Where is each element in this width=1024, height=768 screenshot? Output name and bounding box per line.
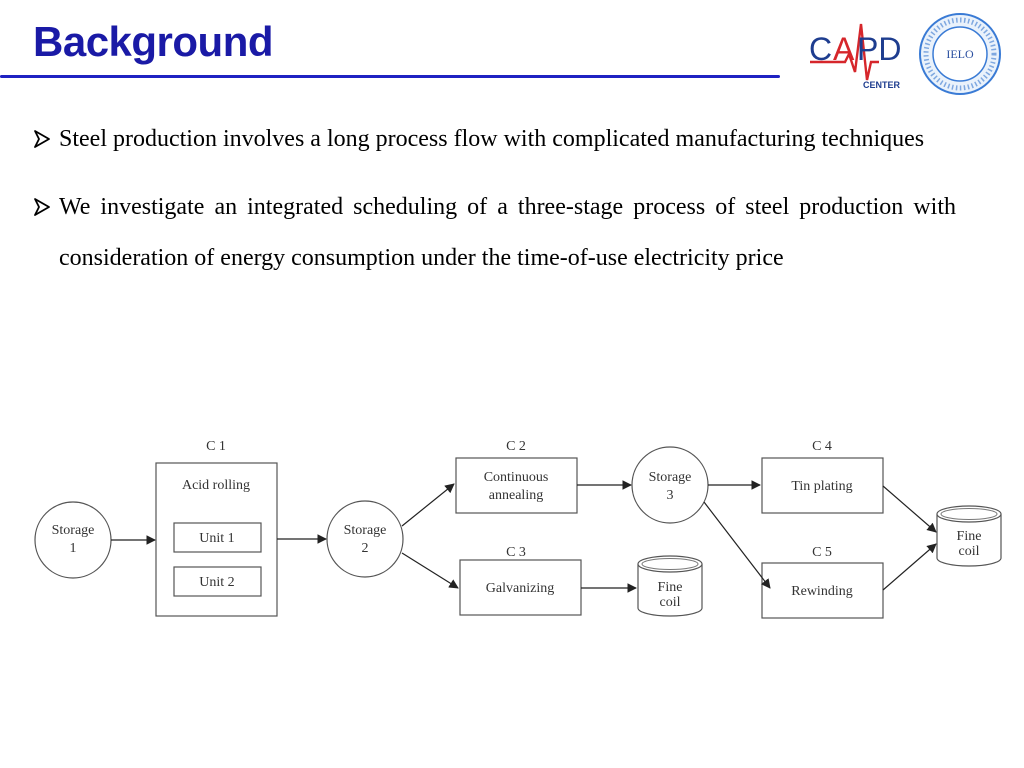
arrow-bullet-icon [34,198,50,216]
bullet-text: Steel production involves a long process… [59,126,925,152]
c1-unit-2-box [173,566,262,597]
arrow-storage2-to-c3 [401,552,459,589]
c2-title-line2: annealing [489,488,543,503]
storage-3-label-line1: Storage [649,470,692,485]
storage-2-node: Storage 2 [326,500,404,578]
capd-center-logo: C A PD CENTER [809,23,901,90]
storage-2-label-line1: Storage [344,523,387,538]
bullet-item: We investigate an integrated scheduling … [32,182,956,284]
fine-coil-end-node: Fine coil [936,505,1002,567]
fine-coil-mid-label-line1: Fine [658,580,683,595]
arrow-storage3-to-c5 [703,501,771,589]
arrow-storage2-to-c2 [401,483,455,527]
c1-label: C 1 [206,439,226,454]
arrow-c4-to-fine-coil [882,485,937,533]
capd-letter-a: A [833,31,855,67]
storage-3-node: Storage 3 [631,446,709,524]
title-underline [0,75,780,78]
storage-1-label-line2: 1 [70,541,77,556]
arrow-bullet-icon [34,130,50,148]
fine-coil-end-cylinder-icon [936,514,1002,567]
c4-label: C 4 [812,439,832,454]
capd-ecg-line-icon [810,23,879,81]
c4-tin-plating-node: C 4 Tin plating [761,439,884,514]
c4-title: Tin plating [791,479,852,494]
fine-coil-end-label-line1: Fine [957,529,982,544]
bullet-item: Steel production involves a long process… [32,114,956,165]
fine-coil-mid-node: Fine coil [637,555,703,617]
c3-galvanizing-node: C 3 Galvanizing [459,545,582,616]
capd-center-text: CENTER [863,80,901,90]
c1-unit-1-box [173,522,262,553]
capd-letter-c: C [809,31,832,67]
c2-continuous-annealing-node: C 2 Continuous annealing [455,439,578,514]
fine-coil-mid-cylinder-icon [637,564,703,617]
bullet-list: Steel production involves a long process… [32,114,956,301]
bullet-text: We investigate an integrated scheduling … [59,194,956,271]
c5-rewinding-node: C 5 Rewinding [761,545,884,619]
ielo-seal-logo: IELO [919,13,1001,95]
arrow-c5-to-fine-coil [882,543,937,591]
ielo-inner-ring [932,26,988,82]
fine-coil-end-label-line2: coil [959,544,980,559]
c5-label: C 5 [812,545,832,560]
capd-letters-pd: PD [857,31,901,67]
storage-1-node: Storage 1 [34,501,112,579]
c1-unit-2-label: Unit 2 [199,575,234,590]
ielo-center-text: IELO [946,47,974,61]
ielo-dot-ring [923,17,997,91]
fine-coil-mid-label-line2: coil [660,595,681,610]
storage-3-label-line2: 3 [667,488,674,503]
c2-label: C 2 [506,439,526,454]
c5-title: Rewinding [791,584,852,599]
c2-title-line1: Continuous [484,470,549,485]
c1-acid-rolling-node: C 1 Acid rolling Unit 1 Unit 2 [155,439,278,617]
c1-title: Acid rolling [182,478,250,493]
storage-2-label-line2: 2 [362,541,369,556]
storage-1-label-line1: Storage [52,523,95,538]
c3-label: C 3 [506,545,526,560]
logo-group: C A PD CENTER IELO [809,13,1001,95]
process-flow-diagram: Storage 1 C 1 Acid rolling Unit 1 Unit 2… [34,439,1002,619]
page-title: Background [33,18,274,65]
c3-title: Galvanizing [486,581,554,596]
c1-unit-1-label: Unit 1 [199,531,234,546]
